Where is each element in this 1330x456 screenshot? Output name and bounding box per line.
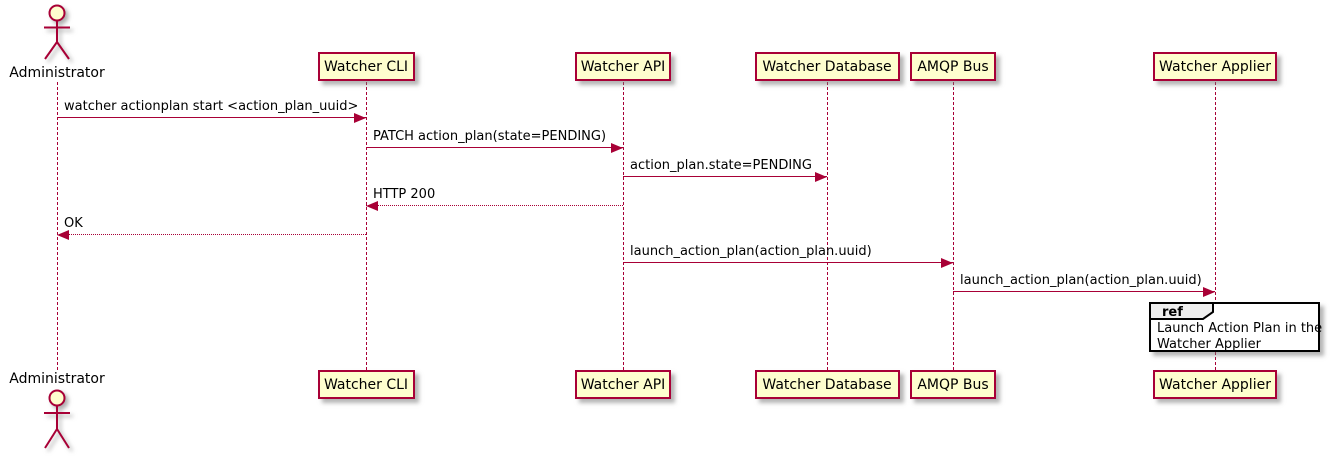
participant-watcher-api-bottom: Watcher API bbox=[575, 370, 671, 399]
message-arrowhead-3 bbox=[815, 172, 827, 182]
message-arrowhead-2 bbox=[611, 143, 623, 153]
actor-icon bbox=[44, 4, 70, 60]
participant-watcher-database-bottom: Watcher Database bbox=[754, 370, 900, 399]
message-label-2: PATCH action_plan(state=PENDING) bbox=[373, 129, 607, 144]
actor-administrator-top bbox=[37, 3, 77, 63]
ref-text-line1: Launch Action Plan in the bbox=[1157, 321, 1323, 336]
actor-label-top: Administrator bbox=[9, 65, 105, 81]
participant-amqp-bus-bottom: AMQP Bus bbox=[910, 370, 996, 399]
participant-watcher-api-top: Watcher API bbox=[575, 52, 671, 81]
message-label-1: watcher actionplan start <action_plan_uu… bbox=[64, 99, 359, 114]
message-line-4 bbox=[366, 205, 623, 206]
ref-fragment: ref Launch Action Plan in the Watcher Ap… bbox=[1149, 302, 1322, 353]
participant-watcher-cli-bottom: Watcher CLI bbox=[317, 370, 415, 399]
lifeline-amqp-bus bbox=[953, 82, 954, 370]
participant-watcher-applier-top: Watcher Applier bbox=[1153, 52, 1277, 81]
ref-keyword: ref bbox=[1162, 305, 1183, 320]
participant-watcher-applier-bottom: Watcher Applier bbox=[1153, 370, 1277, 399]
message-label-7: launch_action_plan(action_plan.uuid) bbox=[960, 273, 1202, 288]
lifeline-watcher-api bbox=[623, 82, 624, 370]
message-arrowhead-4 bbox=[366, 201, 378, 211]
participant-watcher-cli-top: Watcher CLI bbox=[317, 52, 415, 81]
lifeline-administrator bbox=[57, 82, 58, 370]
message-arrowhead-6 bbox=[941, 258, 953, 268]
ref-text: Launch Action Plan in the Watcher Applie… bbox=[1157, 321, 1322, 353]
message-line-5 bbox=[57, 234, 366, 235]
message-label-4: HTTP 200 bbox=[373, 187, 436, 202]
message-label-6: launch_action_plan(action_plan.uuid) bbox=[630, 244, 872, 259]
message-line-1 bbox=[57, 117, 366, 118]
participant-watcher-database-top: Watcher Database bbox=[754, 52, 900, 81]
message-line-3 bbox=[623, 176, 827, 177]
message-line-6 bbox=[623, 262, 953, 263]
actor-label-bottom: Administrator bbox=[9, 371, 105, 387]
lifeline-watcher-cli bbox=[366, 82, 367, 370]
message-arrowhead-1 bbox=[354, 113, 366, 123]
lifeline-watcher-database bbox=[827, 82, 828, 370]
message-label-3: action_plan.state=PENDING bbox=[630, 158, 812, 173]
actor-administrator-bottom bbox=[37, 388, 77, 452]
participant-amqp-bus-top: AMQP Bus bbox=[910, 52, 996, 81]
ref-tab-pentagon-icon bbox=[1149, 302, 1214, 320]
ref-text-line2: Watcher Applier bbox=[1157, 337, 1261, 352]
message-line-2 bbox=[366, 147, 623, 148]
message-arrowhead-5 bbox=[57, 230, 69, 240]
message-label-5: OK bbox=[64, 216, 83, 231]
actor-icon bbox=[44, 389, 70, 449]
message-arrowhead-7 bbox=[1203, 287, 1215, 297]
message-line-7 bbox=[953, 291, 1215, 292]
lifeline-watcher-applier bbox=[1215, 82, 1216, 370]
